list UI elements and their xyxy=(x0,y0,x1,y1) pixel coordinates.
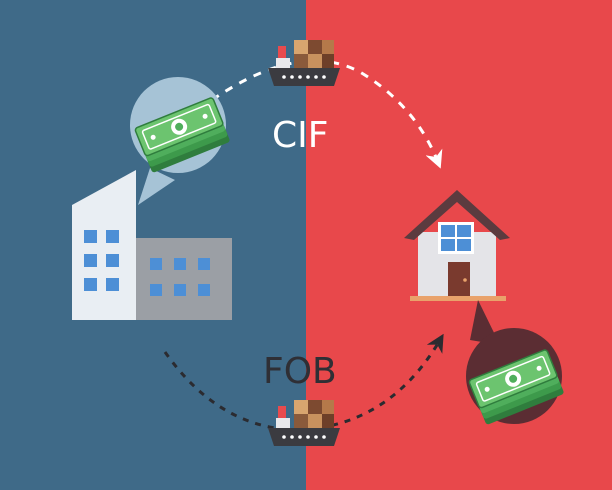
left-money-bubble xyxy=(130,77,232,205)
factory-icon xyxy=(72,170,232,320)
cif-label: CIF xyxy=(272,115,329,156)
cargo-ship-icon xyxy=(268,40,340,86)
bottom-arrow xyxy=(163,333,444,432)
cargo-ship-icon xyxy=(268,400,340,446)
fob-label: FOB xyxy=(263,351,337,392)
house-icon xyxy=(404,190,510,301)
right-money-bubble xyxy=(466,300,566,426)
top-arrow xyxy=(211,59,443,169)
